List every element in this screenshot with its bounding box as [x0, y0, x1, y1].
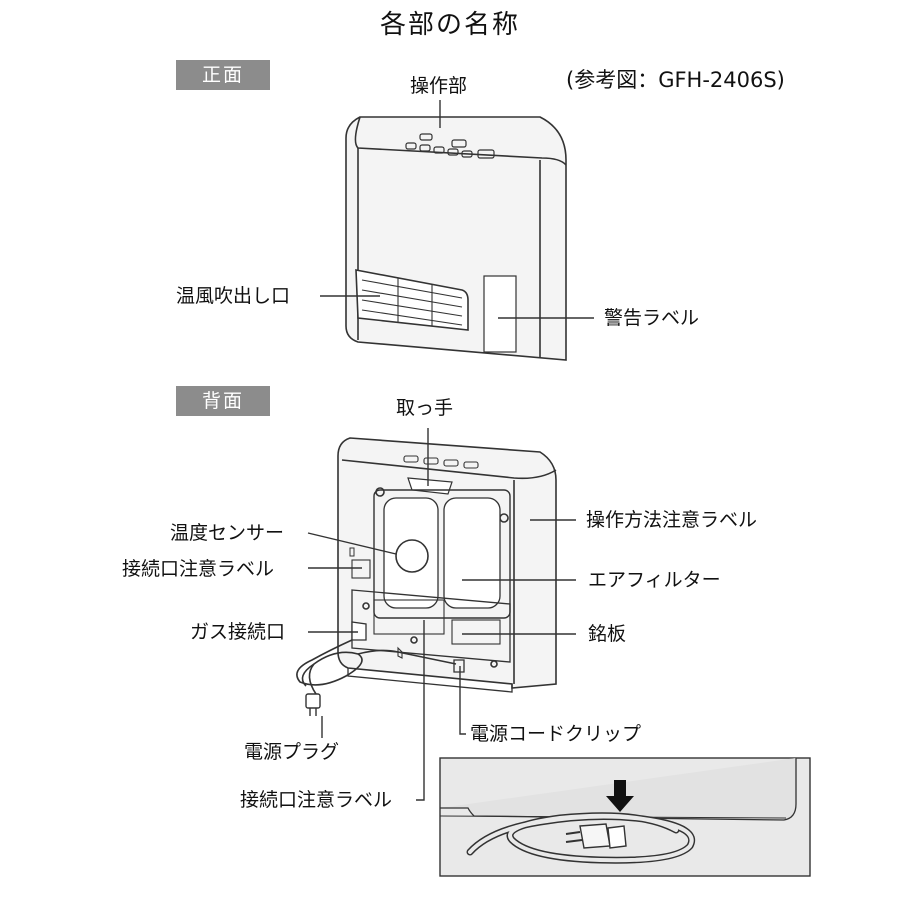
label-connection-caution-1: 接続口注意ラベル	[122, 558, 275, 580]
label-connection-caution-2: 接続口注意ラベル	[240, 789, 393, 811]
label-nameplate: 銘板	[588, 623, 627, 645]
cord-clip-detail-inset	[439, 757, 811, 877]
label-air-filter: エアフィルター	[588, 569, 721, 591]
gas-connector-fitting	[351, 621, 367, 641]
front-control-buttons	[405, 133, 495, 159]
label-warm-air-outlet: 温風吹出し口	[176, 285, 291, 307]
cord-clip	[453, 659, 465, 673]
down-arrow-icon	[606, 780, 634, 812]
warm-air-outlet-grille	[355, 269, 469, 331]
model-reference: (参考図：GFH-2406S)	[566, 68, 785, 92]
power-plug-icon	[305, 693, 321, 716]
label-operation-caution: 操作方法注意ラベル	[586, 509, 758, 531]
warning-label-sticker	[483, 275, 517, 353]
section-badge-front: 正面	[176, 60, 270, 90]
label-temp-sensor: 温度センサー	[170, 522, 285, 544]
temp-sensor-disc	[395, 539, 429, 573]
power-cord	[296, 639, 457, 695]
page-title: 各部の名称	[379, 10, 520, 40]
label-gas-connection: ガス接続口	[190, 621, 286, 643]
label-handle: 取っ手	[396, 397, 454, 419]
label-warning: 警告ラベル	[604, 307, 700, 329]
label-control-panel: 操作部	[410, 75, 468, 97]
label-power-cord-clip: 電源コードクリップ	[470, 723, 642, 745]
air-filter-panel	[443, 497, 501, 609]
filter-frame	[373, 489, 511, 619]
back-heater-illustration	[337, 437, 557, 693]
front-heater-illustration	[345, 116, 567, 361]
section-badge-back: 背面	[176, 386, 270, 416]
label-power-plug: 電源プラグ	[244, 741, 340, 763]
